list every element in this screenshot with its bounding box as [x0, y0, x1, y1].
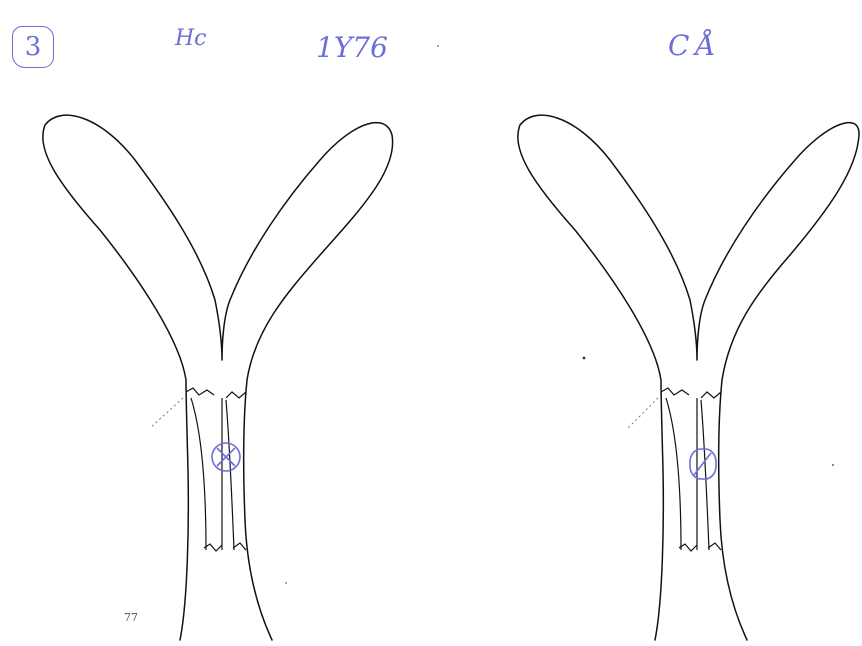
- right-antibody-inner-line-c: [701, 400, 709, 550]
- page-specks: [285, 45, 834, 584]
- speck: [583, 357, 586, 360]
- left-antibody-dotted-line: [150, 398, 183, 428]
- right-antibody-outer-outline: [518, 115, 859, 640]
- left-antibody-inner-line-c: [226, 400, 234, 550]
- left-antibody-mark: [212, 443, 240, 471]
- speck: [832, 464, 834, 466]
- right-antibody: [518, 115, 859, 640]
- left-antibody-hinge-break-top: [186, 388, 246, 398]
- right-antibody-mark: [690, 449, 716, 479]
- right-antibody-hinge-break-bottom: [679, 543, 721, 551]
- right-antibody-dotted-line: [628, 398, 658, 428]
- left-antibody-hinge-break-bottom: [204, 543, 246, 551]
- left-antibody: [43, 115, 393, 640]
- left-antibody-outer-outline: [43, 115, 393, 640]
- right-antibody-inner-line-a: [666, 398, 681, 550]
- speck: [285, 582, 287, 584]
- left-antibody-inner-line-a: [191, 398, 206, 550]
- circled-x-cross: [217, 448, 235, 466]
- right-antibody-hinge-break-top: [661, 388, 721, 398]
- speck: [437, 45, 439, 47]
